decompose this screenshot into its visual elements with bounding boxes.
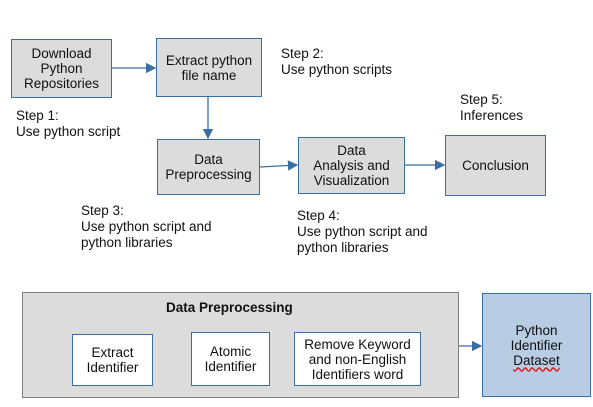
data-preprocessing-box: Data Preprocessing [157,139,260,195]
step4-note: Step 4: Use python script and python lib… [297,208,428,255]
dataset-line3: Dataset [513,352,560,368]
data-analysis-box: Data Analysis and Visualization [298,137,405,194]
extract-identifier-box: Extract Identifier [72,334,153,386]
step5-note: Step 5: Inferences [460,92,524,123]
dataset-line2: Identifier [510,337,563,353]
dataset-line1: Python [515,322,558,338]
python-identifier-dataset-box: Python Identifier Dataset [482,293,591,397]
atomic-identifier-box: Atomic Identifier [191,332,270,386]
conclusion-box: Conclusion [445,135,546,196]
step1-note: Step 1: Use python script [16,108,121,139]
step3-note: Step 3: Use python script and python lib… [81,203,212,250]
step2-note: Step 2: Use python scripts [281,46,393,77]
download-repositories-box: Download Python Repositories [11,39,112,98]
remove-keyword-box: Remove Keyword and non-English Identifie… [294,332,421,386]
data-preprocessing-panel-title: Data Preprocessing [166,300,293,315]
extract-file-name-box: Extract python file name [156,38,262,97]
arrow-preprocessing-to-analysis [259,160,299,171]
